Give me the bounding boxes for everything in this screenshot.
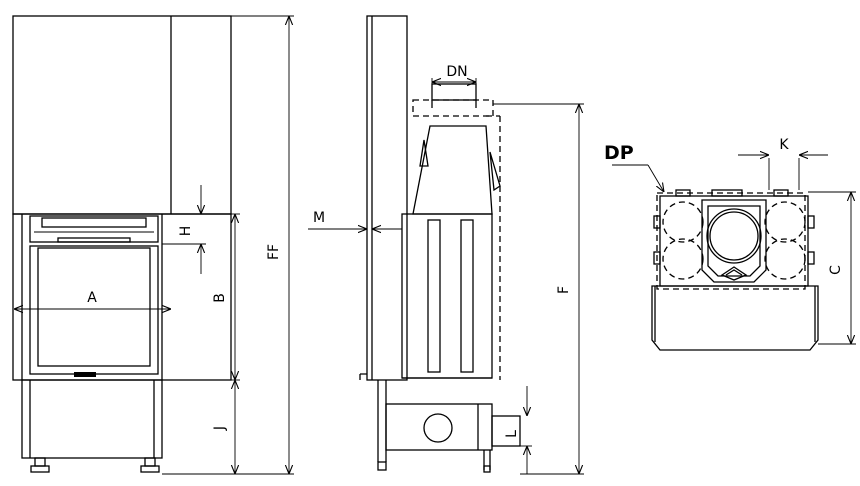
side-rear-spigot: [491, 415, 521, 447]
dimension-b-label: B: [212, 293, 228, 303]
side-hood-panel: [366, 15, 408, 381]
dimension-j-label: J: [212, 426, 228, 431]
side-view: M DN F L: [308, 15, 584, 475]
top-central-flue-outlet: [706, 208, 762, 264]
dimension-c-label: C: [828, 265, 844, 275]
top-front-box: [651, 285, 819, 351]
dimension-m-label: M: [313, 210, 325, 226]
front-firebox-frame: [12, 213, 232, 381]
top-inner-firebox: [701, 199, 767, 283]
side-firebox-body: [401, 213, 493, 379]
front-foot-right: [144, 457, 156, 467]
side-flue-collar: [431, 83, 477, 101]
front-view: A H B J FF: [12, 15, 294, 475]
front-base-stand: [21, 379, 163, 459]
dimension-ff-label: FF: [266, 244, 282, 260]
dimension-l-label: L: [504, 430, 520, 438]
side-foot-left: [377, 461, 387, 471]
top-duct-outlet-3: [764, 201, 806, 243]
side-air-intake-box: [385, 403, 493, 451]
side-vent-slot-2: [460, 219, 474, 373]
side-smoke-hood: [412, 125, 493, 215]
front-glass-door: [29, 245, 159, 375]
top-view: DP K C: [604, 137, 856, 351]
front-hood-panel: [12, 15, 232, 215]
front-foot-left: [34, 457, 46, 467]
top-duct-outlet-2: [662, 238, 704, 280]
dimension-dn-label: DN: [446, 64, 467, 80]
side-vent-slot-1: [427, 219, 441, 373]
front-handle-bar: [57, 237, 131, 243]
top-duct-outlet-1: [662, 201, 704, 243]
dimension-f-label: F: [556, 286, 572, 294]
dimension-k-label: K: [779, 137, 789, 153]
dimension-h-label: H: [178, 226, 194, 237]
dimension-a-label: A: [87, 290, 97, 306]
top-front-vent: [720, 266, 748, 281]
front-door-latch: [74, 372, 96, 377]
top-duct-outlet-4: [764, 238, 806, 280]
dimension-dp-label: DP: [604, 142, 634, 164]
dp-leader-line: [647, 164, 664, 192]
side-air-intake-hole: [423, 413, 453, 443]
side-flue-outline-dashed: [412, 99, 494, 117]
